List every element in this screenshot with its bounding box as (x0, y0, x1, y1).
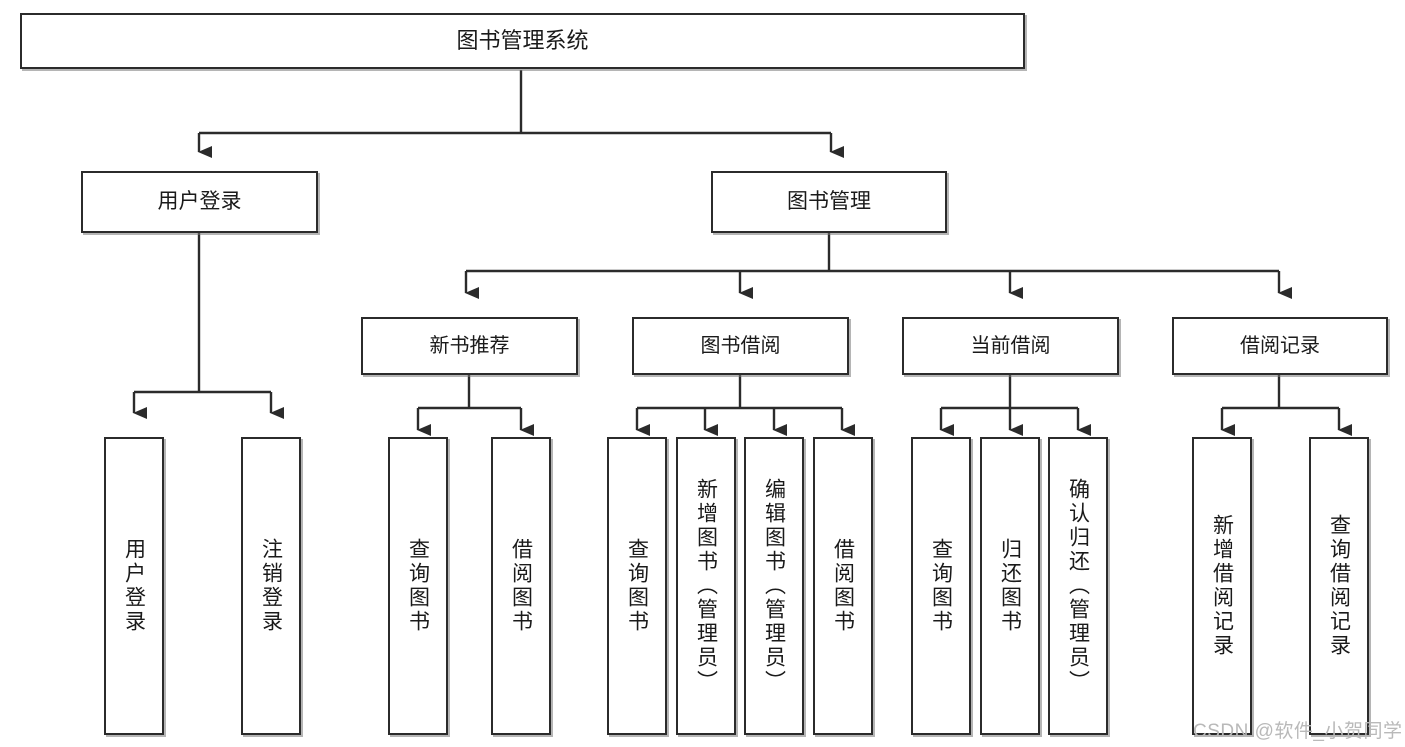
leaf-borrow-book-1-label: 借阅图书 (509, 538, 533, 634)
leaf-query-book-3[interactable]: 查询图书 (911, 437, 971, 735)
leaf-user-login[interactable]: 用户登录 (104, 437, 164, 735)
node-book-manage-label: 图书管理 (787, 190, 871, 214)
leaf-query-record-label: 查询借阅记录 (1327, 514, 1351, 658)
node-book-borrow[interactable]: 图书借阅 (632, 317, 849, 375)
leaf-add-book-label: 新增图书（管理员） (694, 478, 718, 694)
leaf-add-record-label: 新增借阅记录 (1210, 514, 1234, 658)
leaf-query-book-2-label: 查询图书 (625, 538, 649, 634)
leaf-user-login-label: 用户登录 (122, 538, 146, 634)
leaf-return-book-label: 归还图书 (998, 538, 1022, 634)
leaf-confirm-return[interactable]: 确认归还（管理员） (1048, 437, 1108, 735)
leaf-edit-book[interactable]: 编辑图书（管理员） (744, 437, 804, 735)
leaf-borrow-book-2[interactable]: 借阅图书 (813, 437, 873, 735)
node-book-borrow-label: 图书借阅 (700, 334, 781, 357)
node-root[interactable]: 图书管理系统 (20, 13, 1025, 69)
node-borrow-record-label: 借阅记录 (1240, 334, 1320, 357)
leaf-query-record[interactable]: 查询借阅记录 (1309, 437, 1369, 735)
leaf-add-record[interactable]: 新增借阅记录 (1192, 437, 1252, 735)
node-current-borrow-label: 当前借阅 (970, 334, 1051, 357)
node-root-label: 图书管理系统 (456, 27, 589, 53)
leaf-borrow-book-1[interactable]: 借阅图书 (491, 437, 551, 735)
node-user-login[interactable]: 用户登录 (81, 171, 318, 233)
leaf-edit-book-label: 编辑图书（管理员） (762, 478, 786, 694)
leaf-query-book-1-label: 查询图书 (406, 538, 430, 634)
leaf-borrow-book-2-label: 借阅图书 (831, 538, 855, 634)
leaf-user-logout-label: 注销登录 (259, 538, 283, 634)
leaf-return-book[interactable]: 归还图书 (980, 437, 1040, 735)
node-new-book-rec-label: 新书推荐 (429, 334, 510, 357)
leaf-confirm-return-label: 确认归还（管理员） (1066, 478, 1090, 694)
leaf-query-book-2[interactable]: 查询图书 (607, 437, 667, 735)
node-book-manage[interactable]: 图书管理 (711, 171, 947, 233)
leaf-query-book-1[interactable]: 查询图书 (388, 437, 448, 735)
csdn-watermark: CSDN @软件_小贺同学 (1193, 721, 1403, 742)
leaf-query-book-3-label: 查询图书 (929, 538, 953, 634)
node-user-login-label: 用户登录 (157, 190, 242, 214)
node-borrow-record[interactable]: 借阅记录 (1172, 317, 1388, 375)
node-new-book-rec[interactable]: 新书推荐 (361, 317, 578, 375)
leaf-add-book[interactable]: 新增图书（管理员） (676, 437, 736, 735)
leaf-user-logout[interactable]: 注销登录 (241, 437, 301, 735)
node-current-borrow[interactable]: 当前借阅 (902, 317, 1119, 375)
